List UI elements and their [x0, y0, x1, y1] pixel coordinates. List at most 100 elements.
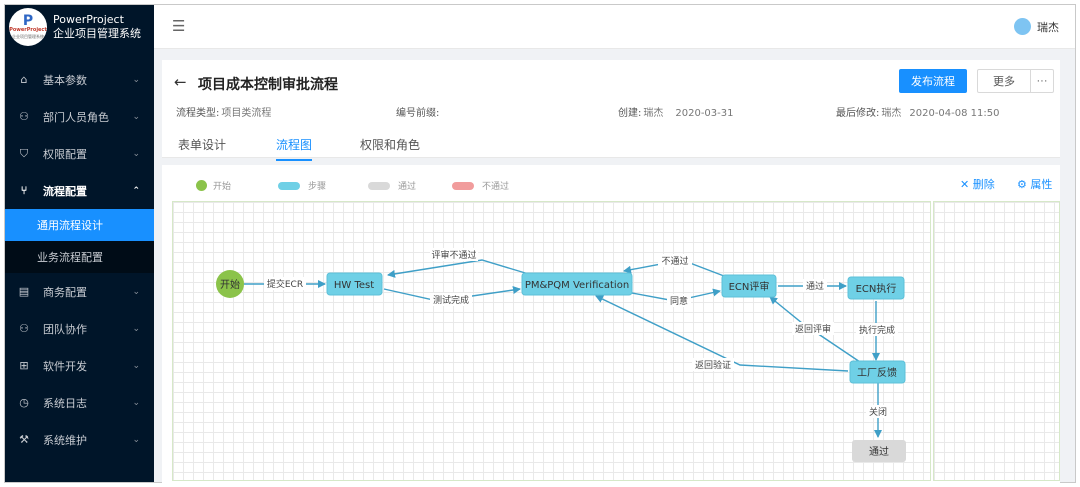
- publish-flow-button[interactable]: 发布流程: [899, 69, 967, 93]
- brand-subtitle: 企业项目管理系统: [53, 27, 141, 40]
- sidebar-item-label: 团队协作: [43, 322, 87, 336]
- flow-node-start[interactable]: 开始: [216, 270, 244, 298]
- meta-flow-type: 流程类型:项目类流程: [176, 104, 271, 119]
- document-icon: ▤: [18, 285, 30, 298]
- chevron-down-icon: ⌄: [132, 148, 140, 159]
- more-options-button[interactable]: ···: [1030, 69, 1054, 93]
- node-label: 工厂反馈: [857, 366, 897, 379]
- logo: P PowerProject 企业项目管理系统: [9, 8, 47, 46]
- node-label: PM&PQM Verification: [525, 280, 629, 291]
- node-label: 开始: [220, 278, 240, 291]
- legend-swatch: [368, 181, 390, 190]
- sidebar-subitem-business-flow[interactable]: 业务流程配置: [5, 241, 154, 273]
- tab-flow-chart[interactable]: 流程图: [276, 136, 313, 161]
- sidebar-item-system-log[interactable]: ◷ 系统日志 ⌄: [5, 384, 154, 421]
- meta-created-user: 瑞杰: [643, 108, 664, 119]
- delete-action[interactable]: ✕ 删除: [960, 176, 995, 192]
- sidebar-item-team[interactable]: ⚇ 团队协作 ⌄: [5, 310, 154, 347]
- sidebar-menu: ⌂ 基本参数 ⌄ ⚇ 部门人员角色 ⌄ ⛉ 权限配置 ⌄ ⑂ 流程配置 ⌃ 通用…: [5, 61, 154, 458]
- logo-mark: P: [22, 13, 34, 29]
- meta-modified-user: 瑞杰: [881, 108, 902, 119]
- legend-swatch: [452, 181, 474, 190]
- edge-label-exec-done: 执行完成: [859, 324, 895, 336]
- properties-action[interactable]: ⚙ 属性: [1017, 176, 1052, 192]
- tab-bar: 表单设计 流程图 权限和角色: [162, 130, 1060, 161]
- wrench-icon: ⚒: [19, 433, 29, 446]
- sidebar-item-label: 流程配置: [43, 184, 87, 198]
- chevron-down-icon: ⌄: [132, 323, 140, 334]
- back-arrow-icon[interactable]: ←: [174, 73, 187, 91]
- meta-label: 流程类型:: [176, 108, 220, 119]
- node-label: 通过: [869, 445, 889, 458]
- grid-icon: ⊞: [19, 359, 29, 372]
- sidebar-item-label: 系统维护: [43, 433, 87, 447]
- sidebar-item-dept-roles[interactable]: ⚇ 部门人员角色 ⌄: [5, 98, 154, 135]
- home-icon: ⌂: [20, 73, 28, 86]
- brand-name: PowerProject: [53, 13, 124, 26]
- sidebar-subitem-general-flow[interactable]: 通用流程设计: [5, 209, 154, 241]
- legend-swatch: [196, 180, 207, 191]
- flow-node-hw-test[interactable]: HW Test: [326, 272, 383, 296]
- chevron-down-icon: ⌄: [132, 360, 140, 371]
- close-icon: ✕: [960, 178, 970, 191]
- sidebar-item-software-dev[interactable]: ⊞ 软件开发 ⌄: [5, 347, 154, 384]
- sidebar-item-permissions[interactable]: ⛉ 权限配置 ⌄: [5, 135, 154, 172]
- legend-label: 不通过: [482, 182, 510, 192]
- sidebar-item-basic-params[interactable]: ⌂ 基本参数 ⌄: [5, 61, 154, 98]
- sidebar-item-flow-config[interactable]: ⑂ 流程配置 ⌃: [5, 172, 154, 209]
- node-label: ECN评审: [729, 280, 770, 293]
- meta-label: 编号前缀:: [396, 108, 440, 119]
- sidebar-item-label: 系统日志: [43, 396, 87, 410]
- meta-label: 创建:: [618, 108, 642, 119]
- chevron-up-icon: ⌃: [132, 185, 140, 196]
- flow-diagram: 开始 HW Test PM&PQM Verification ECN评审 ECN…: [216, 248, 906, 462]
- tab-form-design[interactable]: 表单设计: [178, 138, 227, 152]
- team-icon: ⚇: [19, 322, 29, 335]
- node-label: HW Test: [334, 280, 374, 291]
- tab-permissions-roles[interactable]: 权限和角色: [360, 138, 421, 152]
- legend-swatch: [278, 181, 300, 190]
- flow-canvas[interactable]: [172, 201, 931, 481]
- flow-node-pass[interactable]: 通过: [852, 440, 906, 462]
- chevron-down-icon: ⌄: [132, 111, 140, 122]
- flow-node-ecn-exec[interactable]: ECN执行: [847, 276, 905, 300]
- sidebar-item-label: 商务配置: [43, 285, 87, 299]
- legend-pass: 通过: [368, 179, 416, 192]
- flow-node-ecn-review[interactable]: ECN评审: [721, 274, 777, 298]
- avatar: [1014, 18, 1031, 35]
- sidebar-item-system-maintenance[interactable]: ⚒ 系统维护 ⌄: [5, 421, 154, 458]
- meta-label: 最后修改:: [836, 108, 880, 119]
- more-button[interactable]: 更多: [977, 69, 1031, 93]
- user-name: 瑞杰: [1037, 20, 1059, 34]
- flow-editor: 开始 步骤 通过 不通过 ✕ 删除 ⚙ 属性: [162, 165, 1060, 483]
- edge-label-agree: 同意: [670, 295, 688, 307]
- edge-label-back-verify: 返回验证: [695, 359, 731, 371]
- edge-review-fail[interactable]: [387, 259, 533, 278]
- node-label: ECN执行: [856, 282, 897, 295]
- edge-label-back-review: 返回评审: [795, 323, 831, 335]
- menu-fold-icon[interactable]: ☰: [172, 17, 186, 35]
- chevron-down-icon: ⌄: [132, 286, 140, 297]
- edge-label-review-fail: 评审不通过: [431, 249, 476, 261]
- user-menu[interactable]: 瑞杰: [1014, 18, 1059, 35]
- edge-label-close: 关闭: [869, 406, 887, 418]
- flow-node-pm-verification[interactable]: PM&PQM Verification: [521, 272, 633, 296]
- shield-icon: ⛉: [19, 146, 29, 160]
- gear-icon: ⚙: [1017, 178, 1027, 191]
- chevron-down-icon: ⌄: [132, 434, 140, 445]
- flow-node-factory-feedback[interactable]: 工厂反馈: [849, 360, 906, 384]
- branch-icon: ⑂: [20, 184, 28, 197]
- brand[interactable]: P PowerProject 企业项目管理系统 PowerProject 企业项…: [5, 5, 154, 49]
- chevron-down-icon: ⌄: [132, 397, 140, 408]
- legend-step: 步骤: [278, 179, 326, 192]
- edge-back-verify[interactable]: [595, 295, 849, 372]
- property-panel-canvas: [933, 201, 1060, 481]
- sidebar-item-label: 软件开发: [43, 359, 87, 373]
- edge-label-test-done: 测试完成: [433, 294, 469, 306]
- users-icon: ⚇: [19, 110, 29, 123]
- sidebar-item-business[interactable]: ▤ 商务配置 ⌄: [5, 273, 154, 310]
- legend-label: 开始: [213, 182, 232, 192]
- sidebar-item-label: 部门人员角色: [43, 110, 109, 124]
- properties-label: 属性: [1030, 178, 1053, 191]
